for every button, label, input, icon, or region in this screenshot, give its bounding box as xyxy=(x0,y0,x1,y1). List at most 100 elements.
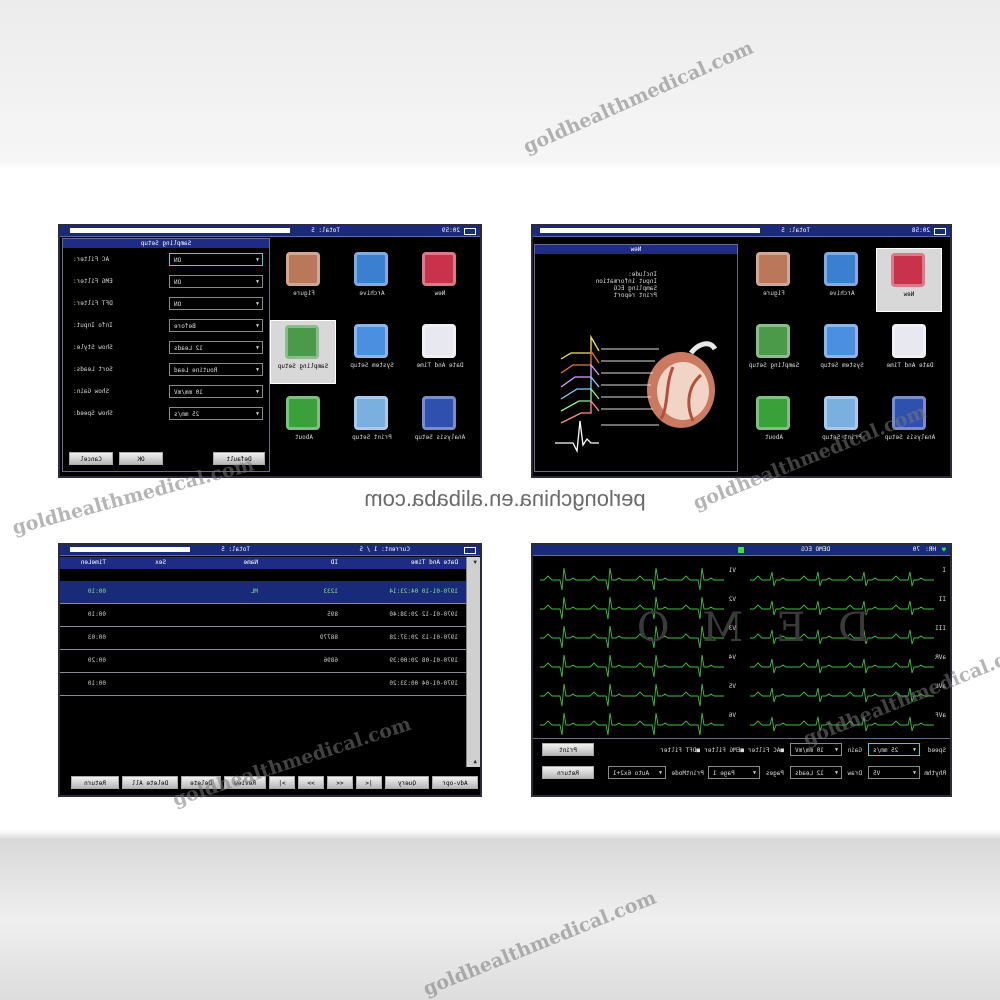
menu-item-sampling-setup[interactable]: Sampling Setup xyxy=(742,320,806,382)
column-header-name[interactable]: Name xyxy=(243,559,258,566)
panel-title: Sampling Setup xyxy=(63,239,269,248)
draw-select[interactable]: ▼12 Leads xyxy=(790,766,842,779)
lead-label-right: V3 xyxy=(728,625,736,632)
lead-label-right: V4 xyxy=(728,654,736,661)
progress-bar xyxy=(70,547,190,552)
heart-rate-icon: ♥ xyxy=(941,546,946,554)
action-potential-traces xyxy=(555,334,600,454)
menu-item-label: System Setup xyxy=(350,362,394,369)
cell-id: 1233 xyxy=(323,588,338,595)
column-header-timelen[interactable]: TimeLen xyxy=(80,559,106,566)
archive-button-0[interactable]: Adv-opr xyxy=(432,776,478,789)
setting-select[interactable]: ▼Before xyxy=(169,319,263,332)
archive-button-3[interactable]: << xyxy=(327,776,353,789)
menu-item-about[interactable]: About xyxy=(742,392,806,454)
ecg-trace-right xyxy=(540,567,724,591)
rhythm-label: Rhythm xyxy=(924,770,946,777)
ok-button[interactable]: OK xyxy=(119,452,163,465)
menu-item-label: Archive xyxy=(829,290,855,297)
ecg-trace-left xyxy=(750,571,934,587)
brand-watermark: goldhealthmedical.com xyxy=(520,36,757,159)
setting-select[interactable]: ▼12 Leads xyxy=(169,341,263,354)
archive-button-2[interactable]: |< xyxy=(356,776,382,789)
setting-select[interactable]: ▼Routine Lead xyxy=(169,363,263,376)
ecg-trace-right xyxy=(540,683,724,707)
archive-button-1[interactable]: Query xyxy=(385,776,429,789)
printmode-select[interactable]: ▼Auto 6x2+1 xyxy=(608,766,666,779)
setting-select[interactable]: ▼25 mm/s xyxy=(169,407,263,420)
scroll-down-arrow-icon[interactable]: ▼ xyxy=(473,559,477,566)
return-button[interactable]: Return xyxy=(542,766,594,779)
menu-item-label: Analysis Setup xyxy=(414,434,466,441)
speed-select[interactable]: ▼25 mm/s xyxy=(868,743,920,756)
menu-item-date-time[interactable]: Date And Time xyxy=(878,320,942,382)
menu-item-system-setup[interactable]: System Setup xyxy=(810,320,874,382)
lead-label-left: aVF xyxy=(935,712,946,719)
scroll-up-arrow-icon[interactable]: ▲ xyxy=(473,758,477,765)
lead-label-right: V1 xyxy=(728,567,736,574)
heart-illustration xyxy=(555,334,718,454)
title-bar: 20:58 Total: 5 xyxy=(533,226,950,237)
menu-item-new[interactable]: New xyxy=(876,248,942,312)
archive-button-4[interactable]: >> xyxy=(298,776,324,789)
menu-item-date-time[interactable]: Date And Time xyxy=(408,320,472,382)
scrollbar[interactable]: ▼ ▲ xyxy=(466,557,480,767)
cell-timelen: 00:10 xyxy=(87,680,106,687)
archive-button-8[interactable]: Delete All xyxy=(122,776,178,789)
menu-item-analysis-setup[interactable]: Analysis Setup xyxy=(408,392,472,454)
setting-select[interactable]: ▼ON xyxy=(169,275,263,288)
pages-select[interactable]: ▼Page 1 xyxy=(708,766,760,779)
menu-item-figure[interactable]: Figure xyxy=(272,248,336,310)
menu-item-archive[interactable]: Archive xyxy=(340,248,404,310)
emg-filter-checkbox[interactable]: ■EMG Filter xyxy=(704,747,744,754)
lead-label-left: III xyxy=(935,625,946,632)
setting-select[interactable]: ▼10 mm/mV xyxy=(169,385,263,398)
cell-timelen: 00:10 xyxy=(87,588,106,595)
chevron-down-icon: ▼ xyxy=(255,323,259,329)
menu-item-about[interactable]: About xyxy=(272,392,336,454)
menu-item-label: Print Setup xyxy=(352,434,392,441)
chevron-down-icon: ▼ xyxy=(255,257,259,263)
dft-filter-checkbox[interactable]: ■DFT Filter xyxy=(660,747,700,754)
archive-button-9[interactable]: Return xyxy=(71,776,119,789)
current-page: Current: 1 / 5 xyxy=(359,546,410,553)
menu-item-print-setup[interactable]: Print Setup xyxy=(340,392,404,454)
menu-item-label: Date And Time xyxy=(886,362,934,369)
menu-item-system-setup[interactable]: System Setup xyxy=(340,320,404,382)
cancel-button[interactable]: Cancel xyxy=(69,452,113,465)
menu-item-figure[interactable]: Figure xyxy=(742,248,806,310)
setting-label: Show Speed: xyxy=(73,410,113,417)
panel-title: New xyxy=(535,245,737,254)
column-header-sex[interactable]: Sex xyxy=(155,559,166,566)
new-icon xyxy=(422,252,456,286)
menu-item-label: About xyxy=(764,434,784,441)
print-setup-icon xyxy=(824,396,858,430)
rhythm-select[interactable]: ▼V5 xyxy=(868,766,920,779)
menu-item-label: Sampling Setup xyxy=(277,363,329,370)
column-header-datetime[interactable]: Date And Time xyxy=(411,559,458,566)
column-header-id[interactable]: ID xyxy=(330,559,338,566)
date-time-icon xyxy=(422,324,456,358)
menu-item-new[interactable]: New xyxy=(408,248,472,310)
print-button[interactable]: Print xyxy=(542,743,594,756)
hr-label: HR: xyxy=(925,546,936,553)
setting-select[interactable]: ▼ON xyxy=(169,297,263,310)
ac-filter-checkbox[interactable]: ■AC Filter xyxy=(747,747,784,754)
setting-select[interactable]: ▼ON xyxy=(169,253,263,266)
about-icon xyxy=(756,396,790,430)
conduction-lines xyxy=(601,348,659,426)
menu-item-archive[interactable]: Archive xyxy=(810,248,874,310)
menu-item-sampling-setup[interactable]: Sampling Setup xyxy=(270,320,336,384)
title-bar: ♥ HR: 70 DEMO ECG xyxy=(533,545,950,556)
speed-label: Speed xyxy=(927,747,946,754)
